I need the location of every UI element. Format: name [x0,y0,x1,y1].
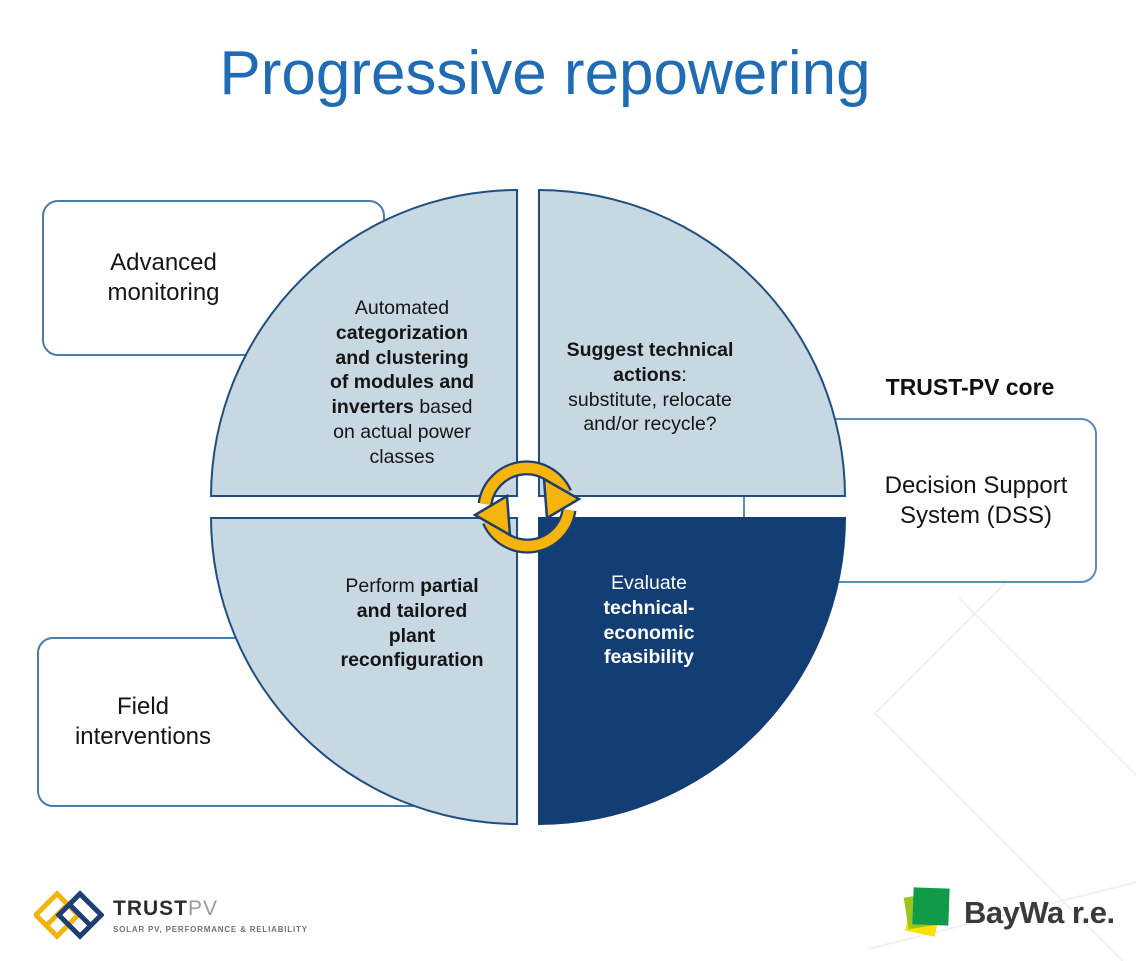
advanced-monitoring-label: Advanced monitoring [107,249,220,306]
quadrant-label-suggest-technical-actions: Suggest technical actions: substitute, r… [566,339,734,436]
trustpv-logo-icon [34,890,104,940]
baywa-logo-icon [903,887,950,937]
quadrant-label-perform-reconfiguration: Perform partial and tailored plant recon… [340,575,484,672]
quadrant-label-automated-categorization: Automated categorization and clustering … [329,297,475,468]
page-title: Progressive repowering [219,39,871,108]
baywa-wordmark: BayWa r.e. [964,895,1115,930]
trustpv-tagline: SOLAR PV, PERFORMANCE & RELIABILITY [113,924,308,934]
quadrant-label-evaluate-feasibility: Evaluate technical- economic feasibility [603,572,695,669]
trustpv-logo: TRUSTPV SOLAR PV, PERFORMANCE & RELIABIL… [34,886,308,944]
field-interventions-label: Field interventions [74,693,212,750]
trustpv-wordmark: TRUSTPV [113,896,219,920]
trust-pv-core-label: TRUST-PV core [885,374,1055,400]
cycle-arrows-icon [472,460,582,554]
decision-support-system-label: Decision Support System (DSS) [884,471,1068,529]
baywa-logo: BayWa r.e. [901,884,1115,942]
